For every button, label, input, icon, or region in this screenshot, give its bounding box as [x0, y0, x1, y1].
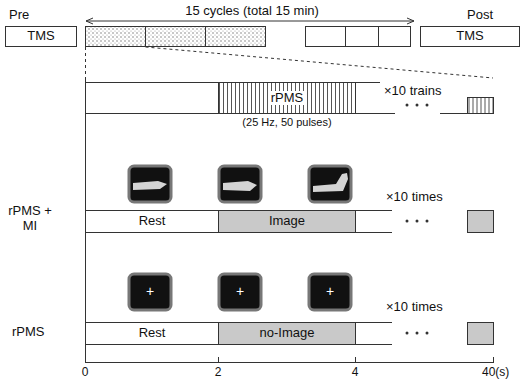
- fixation-cross: +: [146, 283, 154, 299]
- tms-box: PreTMS: [5, 26, 77, 47]
- axis-tick-label: 0: [82, 366, 89, 380]
- stimulation-box: rPMS: [218, 82, 356, 114]
- box-text: TMS: [456, 29, 483, 44]
- duration-label: 15 cycles (total 15 min): [185, 4, 319, 19]
- rest-box: Rest: [85, 322, 219, 345]
- axis-tick-label: 4: [352, 366, 359, 380]
- fixation-image: [129, 274, 351, 310]
- phase-heading: Post: [467, 7, 493, 22]
- box-text: no-Image: [260, 326, 315, 341]
- arm-image: [129, 166, 351, 202]
- rest-box: Rest: [85, 210, 219, 233]
- box-text: Rest: [139, 214, 166, 229]
- repeat-label: ×10 times: [386, 190, 443, 205]
- axis-tick-label: 2: [215, 366, 222, 380]
- fixation-cross: +: [236, 283, 244, 299]
- condition-label: rPMS + MI: [6, 204, 54, 234]
- box-text: Rest: [139, 326, 166, 341]
- box-text: rPMS: [268, 91, 307, 106]
- repeat-label: ×10 trains: [384, 84, 441, 99]
- fixation-cross: +: [326, 283, 334, 299]
- phase-heading: Pre: [9, 7, 29, 22]
- box-text: Image: [269, 214, 305, 229]
- box-text: TMS: [27, 29, 54, 44]
- no-image-box: no-Image: [218, 322, 356, 345]
- condition-label: rPMS: [12, 325, 45, 340]
- repeat-label: ×10 times: [386, 300, 443, 315]
- stimulus-parameters: (25 Hz, 50 pulses): [242, 116, 331, 129]
- image-box: Image: [218, 210, 356, 233]
- axis-tick-label: 40(s): [482, 366, 509, 380]
- tms-box: PostTMS: [420, 26, 520, 47]
